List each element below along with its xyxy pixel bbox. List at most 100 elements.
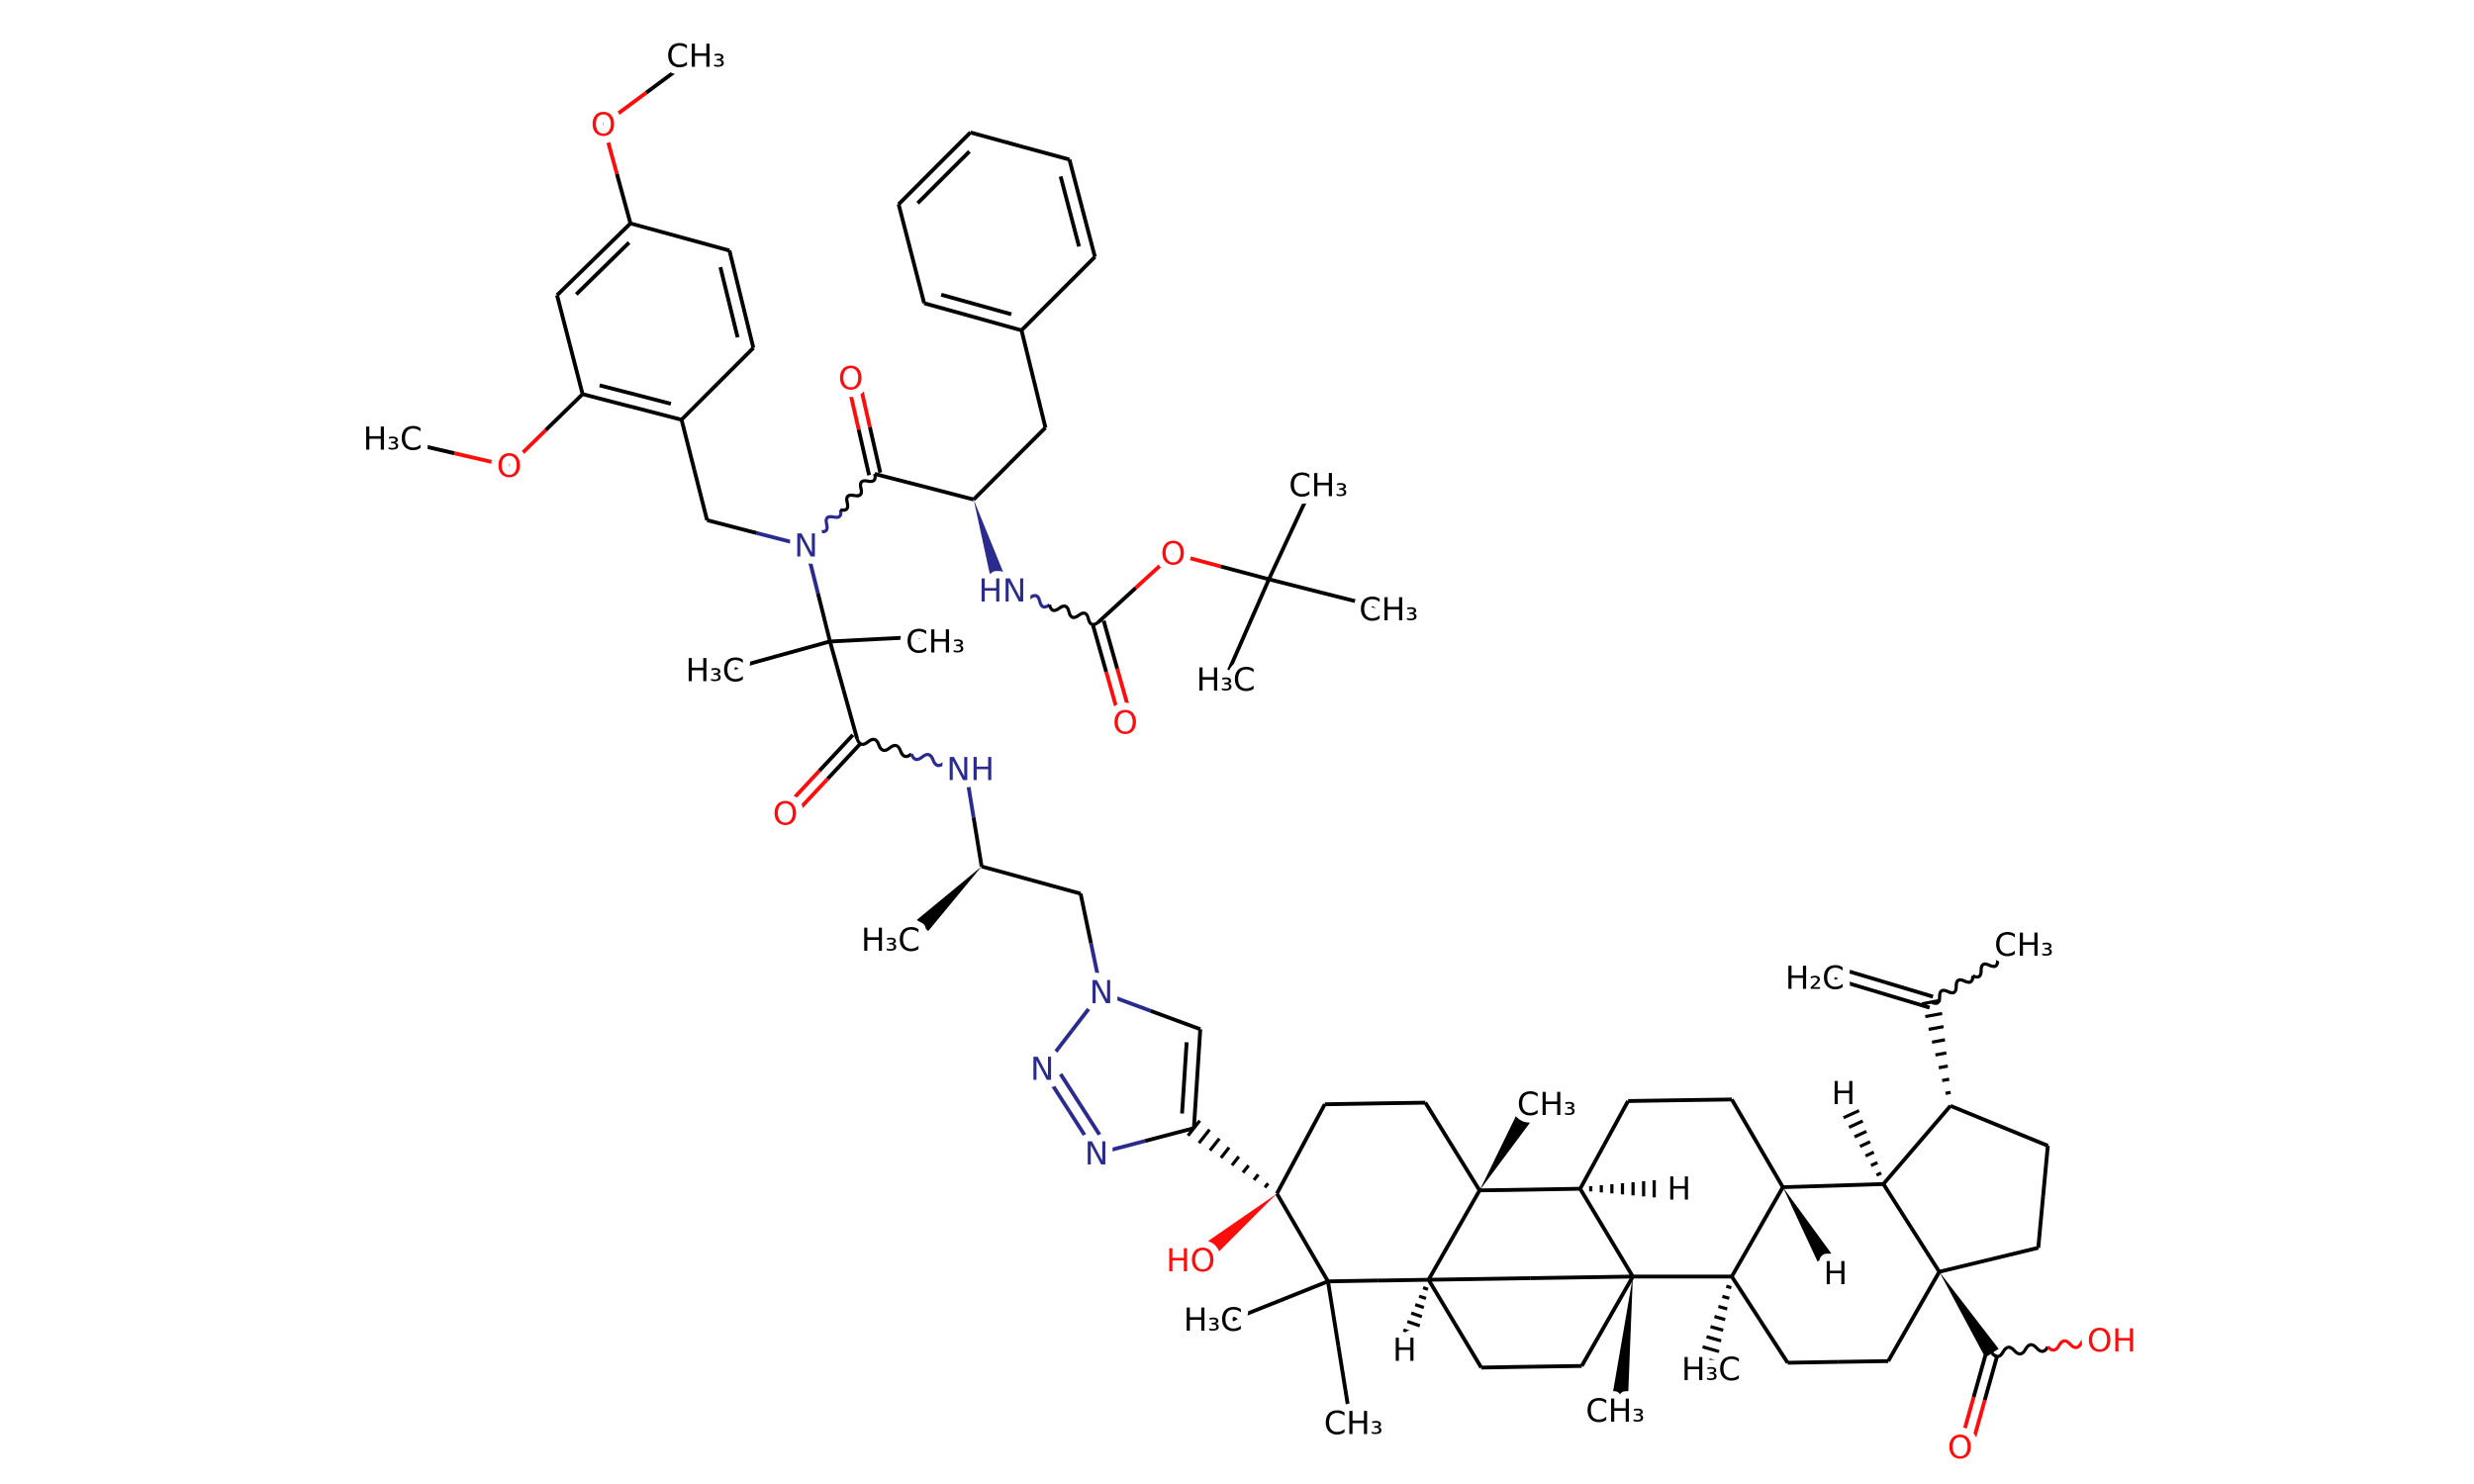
bond (679, 234, 730, 253)
bond (1836, 966, 1886, 984)
atom-o: O (1112, 704, 1137, 742)
atom-h3c: H₃C (363, 420, 423, 458)
atom-ch3: CH₃ (1517, 1085, 1576, 1123)
bond (1838, 1358, 1889, 1364)
bond (1324, 1101, 1376, 1107)
atom-h3c: H₃C (1184, 1301, 1243, 1339)
bond (1031, 378, 1048, 428)
hash-bond (1718, 1304, 1728, 1311)
atom-ch3: CH₃ (666, 37, 725, 74)
bond (1578, 1187, 1609, 1234)
hash-bond (1394, 1345, 1415, 1355)
atom-n: N (794, 527, 817, 565)
hash-bond (1869, 1160, 1878, 1167)
bond (1758, 1318, 1790, 1364)
bond (942, 149, 971, 179)
bond (923, 301, 974, 320)
wavy-bond (909, 753, 967, 774)
hash-bond (1722, 1294, 1730, 1300)
bond (827, 640, 846, 692)
bond (1531, 1363, 1582, 1369)
bond (1452, 1189, 1481, 1237)
wedge-bond (1204, 1193, 1278, 1256)
wedge-bond (973, 499, 1008, 590)
atom-h: H (1667, 1170, 1691, 1208)
bond (1172, 551, 1222, 569)
bond (1231, 1298, 1282, 1322)
bond (981, 864, 1032, 882)
atom-ch3: CH₃ (905, 622, 965, 660)
bond (1300, 1236, 1330, 1283)
bond (1007, 425, 1047, 465)
bond (897, 166, 936, 206)
bond (567, 343, 585, 395)
bond (1958, 1396, 1976, 1443)
atom-n: N (1085, 1135, 1108, 1172)
atom-hn: HN (979, 572, 1026, 609)
bond (874, 472, 925, 489)
bond (857, 381, 872, 428)
bond (1756, 1142, 1785, 1188)
bond (1150, 1008, 1201, 1032)
bond (1378, 1277, 1429, 1283)
hash-bond (1858, 1140, 1871, 1149)
wedge-bond (1939, 1271, 1999, 1358)
bond (1059, 1072, 1083, 1106)
bond (1067, 158, 1085, 209)
bond (544, 393, 585, 432)
bond (826, 741, 863, 781)
bond (1886, 1315, 1916, 1362)
bond (1144, 1126, 1194, 1144)
bond (1969, 1399, 1987, 1446)
bond (756, 530, 807, 548)
hash-bond (1928, 1025, 1945, 1032)
bond (1756, 1186, 1785, 1234)
bond (1275, 1148, 1303, 1195)
bond (897, 203, 913, 254)
bond (909, 252, 926, 304)
hash-bond (1726, 1284, 1732, 1290)
bond (555, 257, 596, 297)
bond (1080, 207, 1097, 258)
bond (1100, 990, 1152, 1013)
atom-h: H (1832, 1074, 1856, 1112)
bond (1971, 1350, 1989, 1398)
bond (940, 292, 978, 307)
bond (1982, 1353, 2000, 1401)
bond (976, 302, 1012, 317)
hash-bond (1252, 1173, 1260, 1181)
bond (1453, 1322, 1483, 1369)
bond (1134, 552, 1175, 590)
hash-bond (1706, 1335, 1722, 1343)
bond (1096, 586, 1137, 624)
bond (1227, 623, 1251, 672)
bond (932, 131, 973, 170)
bond (856, 428, 872, 476)
atom-ch3: CH₃ (1288, 466, 1348, 504)
bond (592, 222, 632, 261)
bond (601, 240, 631, 270)
bond (1530, 1274, 1634, 1280)
atom-o: O (1161, 535, 1186, 573)
bond (1950, 1103, 2000, 1128)
hash-bond (1219, 1146, 1231, 1159)
bond (846, 383, 861, 430)
hash-bond (1942, 1077, 1950, 1082)
bond (1833, 976, 1883, 995)
bond (1101, 619, 1119, 670)
bond (1056, 255, 1096, 296)
bond (1182, 1042, 1189, 1078)
bond (1730, 1098, 1760, 1145)
bond (1279, 1279, 1329, 1303)
atom-h: H (1824, 1254, 1848, 1292)
hash-bond (1935, 1051, 1948, 1057)
hash-bond (1422, 1286, 1429, 1291)
bond (1321, 591, 1377, 608)
hash-bond (1208, 1137, 1221, 1152)
bond (1480, 1364, 1532, 1370)
bond (1604, 1231, 1635, 1278)
bond (615, 173, 632, 225)
bond (398, 438, 455, 455)
bond (923, 485, 975, 502)
atom-ho: HO (1166, 1242, 1215, 1279)
